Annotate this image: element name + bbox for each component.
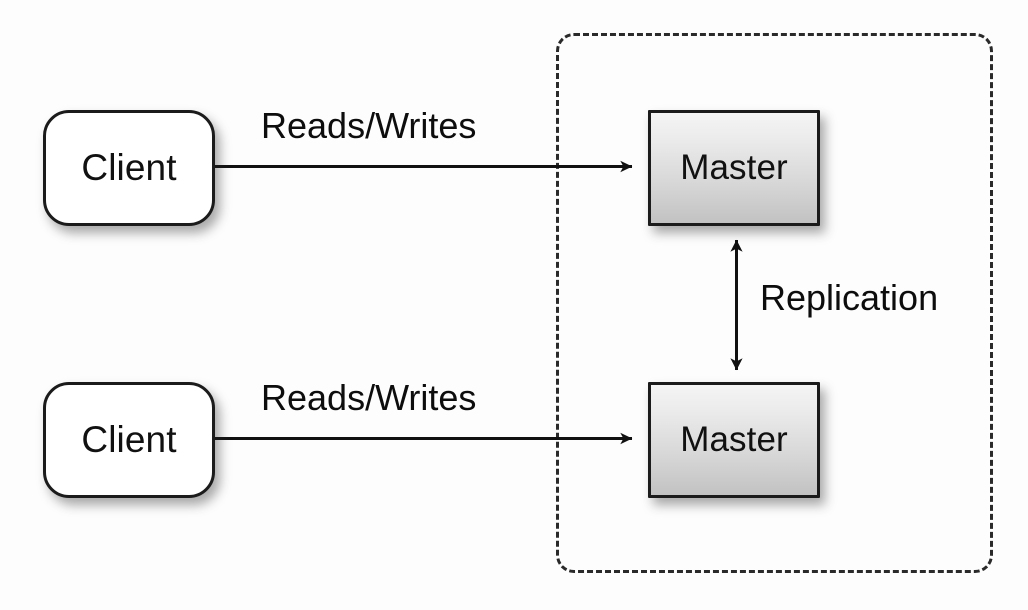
edge-label-replication: Replication — [760, 277, 939, 318]
replication-cluster-boundary — [556, 33, 993, 573]
node-master-top-label: Master — [680, 148, 788, 187]
node-master-top[interactable]: Master — [648, 110, 820, 226]
edge-label-reads-writes-top: Reads/Writes — [261, 105, 477, 146]
node-client-top-label: Client — [81, 147, 177, 188]
node-client-top[interactable]: Client — [43, 110, 215, 226]
edge-label-reads-writes-bottom: Reads/Writes — [261, 377, 477, 418]
node-master-bottom-label: Master — [680, 420, 788, 459]
node-client-bottom[interactable]: Client — [43, 382, 215, 498]
node-master-bottom[interactable]: Master — [648, 382, 820, 498]
node-client-bottom-label: Client — [81, 419, 177, 460]
